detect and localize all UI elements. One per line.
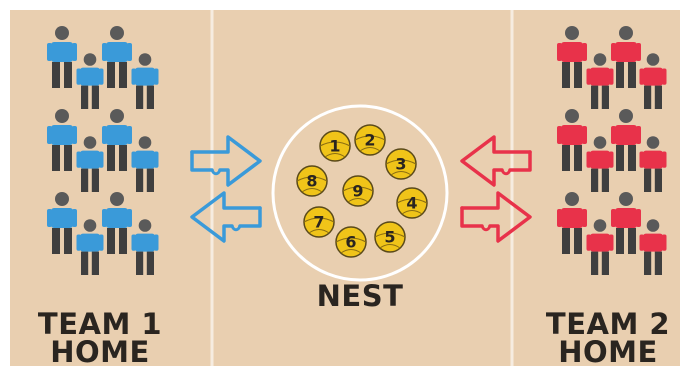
- person-icon: [131, 219, 159, 275]
- ball-number: 8: [306, 172, 317, 191]
- ball-number: 5: [384, 228, 395, 247]
- ball-number: 3: [395, 155, 406, 174]
- person-icon: [611, 26, 641, 88]
- person-icon: [76, 53, 104, 109]
- person-icon: [47, 109, 77, 171]
- team2-players: [557, 26, 667, 275]
- person-icon: [131, 136, 159, 192]
- ball-number: 4: [406, 194, 417, 213]
- ball-number: 2: [364, 131, 375, 150]
- team1-label-line2: HOME: [50, 335, 150, 369]
- person-icon: [557, 192, 587, 254]
- person-icon: [76, 136, 104, 192]
- ball-icon: 8: [296, 165, 328, 197]
- person-icon: [47, 192, 77, 254]
- ball-icon: 9: [342, 175, 374, 207]
- nest-circle: [271, 104, 449, 282]
- ball-icon: 3: [385, 148, 417, 180]
- ball-icon: 6: [335, 226, 367, 258]
- person-icon: [586, 53, 614, 109]
- arrows: [190, 135, 532, 243]
- person-icon: [557, 26, 587, 88]
- ball-number: 1: [329, 137, 340, 156]
- ball-icon: 2: [354, 124, 386, 156]
- person-icon: [611, 192, 641, 254]
- person-icon: [639, 53, 667, 109]
- team2-label-line1: TEAM 2: [546, 307, 670, 341]
- ball-icon: 7: [303, 206, 335, 238]
- ball-number: 6: [345, 233, 356, 252]
- arrow-icon: [190, 191, 262, 243]
- person-icon: [611, 109, 641, 171]
- person-icon: [131, 53, 159, 109]
- person-icon: [102, 26, 132, 88]
- person-icon: [102, 109, 132, 171]
- person-icon: [639, 219, 667, 275]
- person-icon: [76, 219, 104, 275]
- person-icon: [102, 192, 132, 254]
- ball-icon: 4: [396, 187, 428, 219]
- team2-label-line2: HOME: [558, 335, 658, 369]
- person-icon: [586, 219, 614, 275]
- team1-label-line1: TEAM 1: [38, 307, 162, 341]
- person-icon: [639, 136, 667, 192]
- nest-label: NEST: [317, 279, 404, 313]
- person-icon: [586, 136, 614, 192]
- arrow-icon: [460, 135, 532, 187]
- ball-icon: 5: [374, 221, 406, 253]
- arrow-icon: [190, 135, 262, 187]
- ball-icon: 1: [319, 130, 351, 162]
- team1-players: [47, 26, 159, 275]
- arrow-icon: [460, 191, 532, 243]
- person-icon: [557, 109, 587, 171]
- ball-number: 9: [352, 182, 363, 201]
- ball-number: 7: [313, 213, 324, 232]
- balls: 1 2 3 45 6 7 8 9: [296, 124, 428, 258]
- person-icon: [47, 26, 77, 88]
